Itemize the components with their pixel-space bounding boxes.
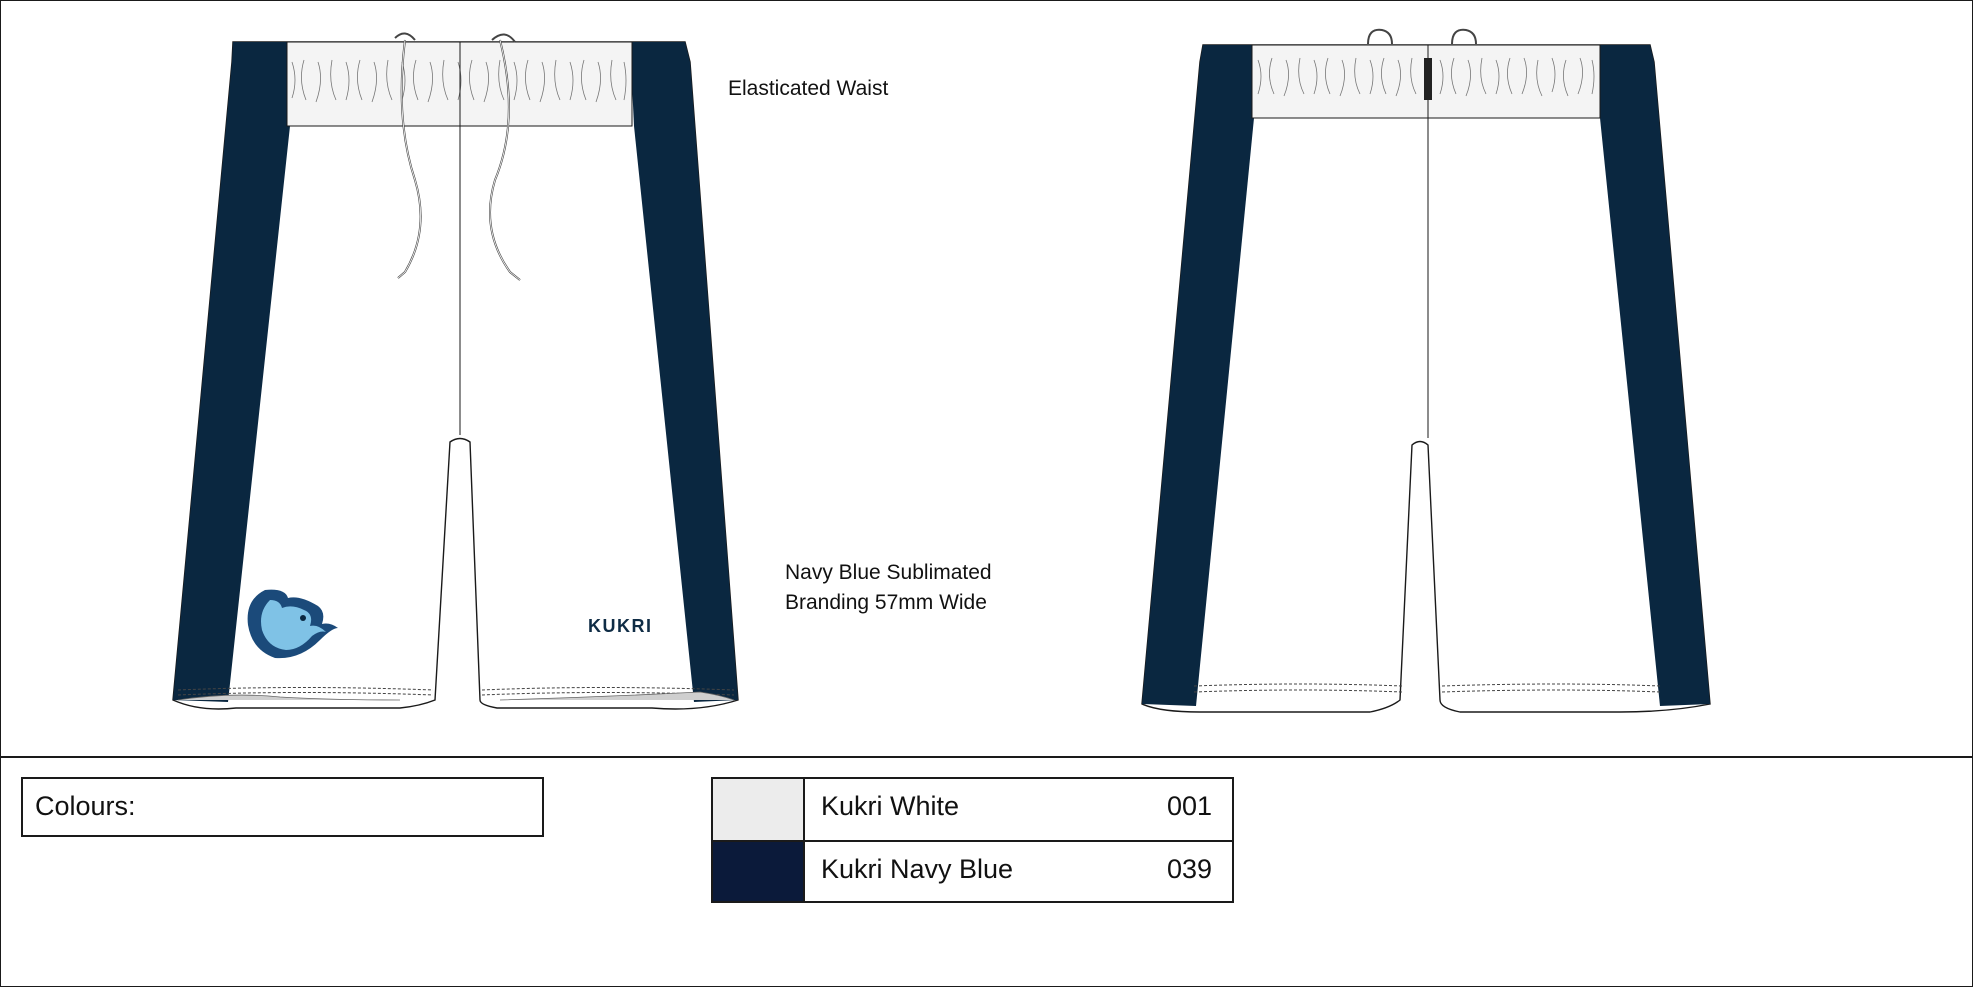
branding-note: Navy Blue Sublimated Branding 57mm Wide: [785, 558, 1045, 618]
elasticated-waist-note: Elasticated Waist: [728, 77, 889, 100]
swatch-code: 001: [1166, 791, 1212, 821]
branding-note-line2: Branding 57mm Wide: [785, 591, 987, 614]
swatch-white: [713, 779, 805, 840]
swatch-code: 039: [1166, 854, 1212, 884]
colour-swatch-table: Kukri White 001 Kukri Navy Blue 039: [711, 777, 1234, 903]
swatch-name: Kukri White: [821, 791, 960, 821]
shorts-illustration: [172, 28, 1711, 713]
swatch-row-white: Kukri White 001: [713, 779, 1232, 842]
eagle-crest-logo: [247, 589, 338, 659]
shorts-back-view: [1141, 28, 1711, 713]
swatch-navy: [713, 842, 805, 901]
kukri-wordmark-logo: Kukri: [588, 616, 653, 636]
swatch-name: Kukri Navy Blue: [821, 854, 1014, 884]
shorts-front-view: [172, 32, 739, 710]
section-divider: [0, 756, 1973, 758]
colours-label: Colours:: [35, 791, 136, 821]
colours-label-box: Colours:: [21, 777, 544, 837]
swatch-row-navy: Kukri Navy Blue 039: [713, 842, 1232, 901]
branding-note-line1: Navy Blue Sublimated: [785, 561, 992, 584]
